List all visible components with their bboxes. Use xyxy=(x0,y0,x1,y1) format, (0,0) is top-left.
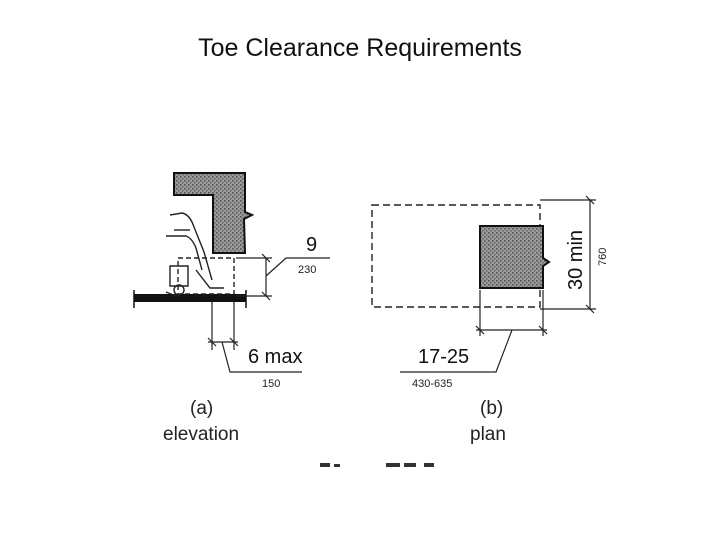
slide-title: Toe Clearance Requirements xyxy=(198,34,522,62)
plan-depth-dimension xyxy=(400,290,548,373)
elevation-label-letter: (a) xyxy=(190,398,213,419)
elevation-height-metric: 230 xyxy=(298,264,316,276)
elevation-depth-imperial: 6 max xyxy=(248,346,302,368)
plan-width-dimension xyxy=(540,195,596,314)
plan-label-name: plan xyxy=(470,424,506,445)
plan-label-letter: (b) xyxy=(480,398,503,419)
plan-depth-metric: 430-635 xyxy=(412,378,452,390)
elevation-depth-dimension xyxy=(207,302,302,373)
elevation-depth-metric: 150 xyxy=(262,378,280,390)
plan-depth-imperial: 17-25 xyxy=(418,346,469,368)
plan-clearance-outline xyxy=(371,204,541,308)
elevation-height-imperial: 9 xyxy=(306,234,317,256)
plan-width-metric: 760 xyxy=(597,248,609,266)
elevation-toe-clearance-box xyxy=(177,257,235,295)
plan-drawing: 30 min 760 17-25 430-635 (b) plan xyxy=(371,195,609,445)
wheelchair-footrest-outline xyxy=(165,212,224,297)
plan-counter-section xyxy=(479,225,551,289)
elevation-height-dimension xyxy=(236,253,330,301)
elevation-drawing: 9 230 6 max 150 (a) elevation xyxy=(133,172,330,445)
elevation-floor xyxy=(134,294,246,302)
elevation-label-name: elevation xyxy=(163,424,239,445)
cropped-figure-caption xyxy=(320,463,434,467)
elevation-counter-section xyxy=(173,172,255,254)
plan-width-imperial: 30 min xyxy=(565,230,587,290)
